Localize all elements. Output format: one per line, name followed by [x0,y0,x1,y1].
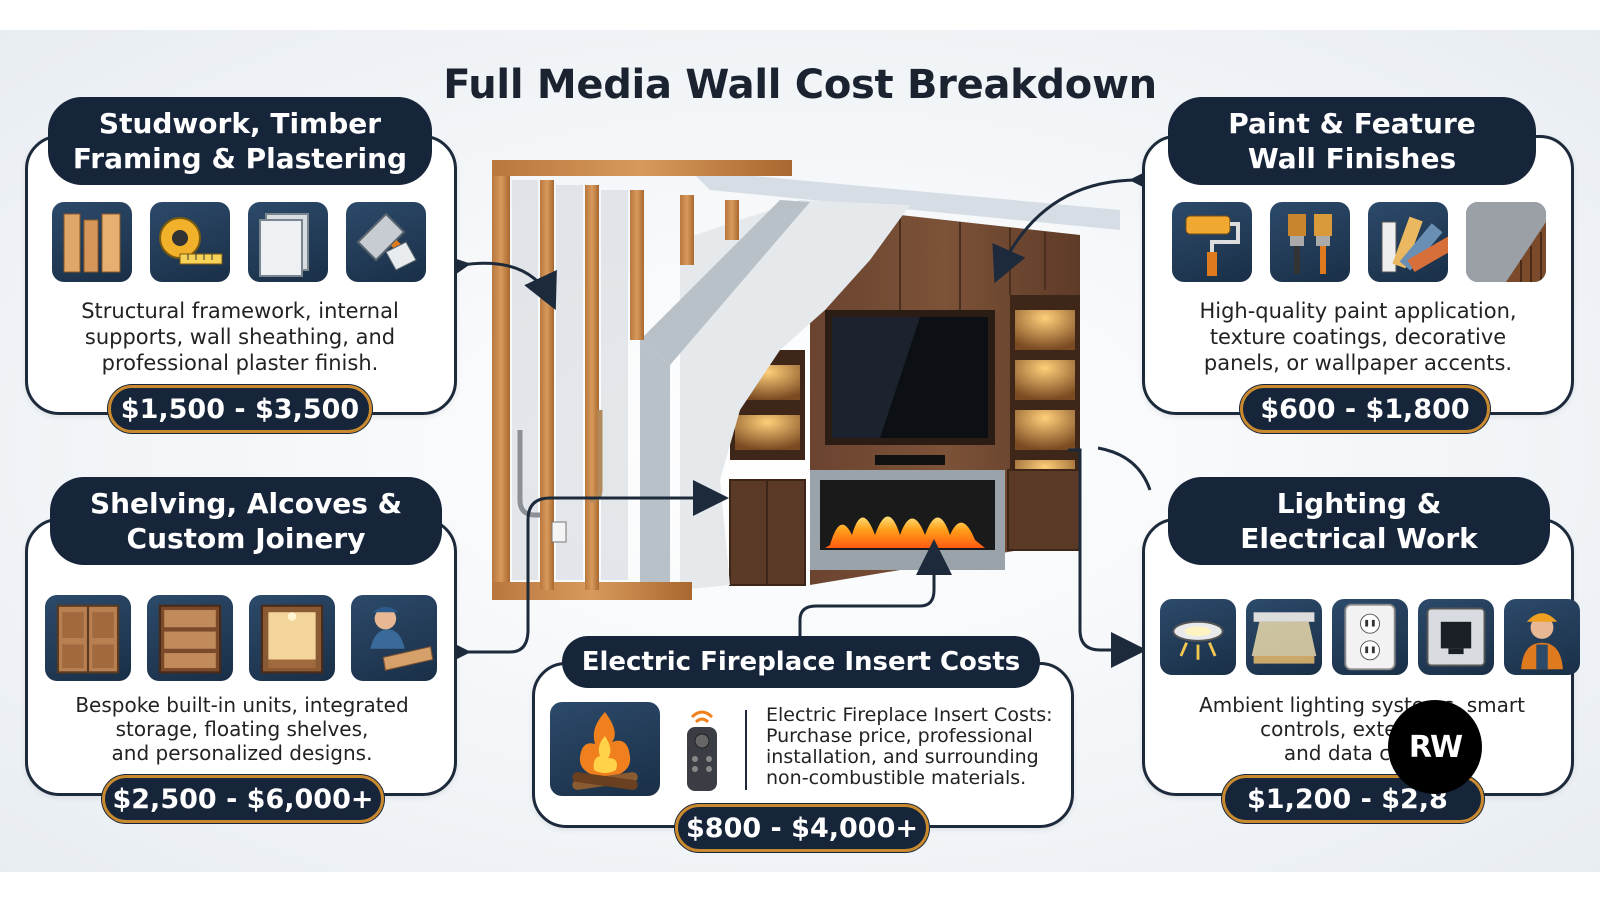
lighting-description-line: controls, extensive r [1260,717,1464,741]
paint-roller-icon [1172,202,1252,282]
lighting-heading-line: Electrical Work [1240,522,1478,555]
fireplace-description: Electric Fireplace Insert Costs: Purchas… [766,705,1066,789]
lighting-heading-line: Lighting & [1276,487,1442,520]
plastering-trowel-icon [346,202,426,282]
paint-description: High-quality paint application, texture … [1158,298,1558,376]
power-outlet-icon [1332,599,1408,675]
fireplace-description-line: Electric Fireplace Insert Costs: [766,704,1053,726]
studwork-price-badge: $1,500 - $3,500 [108,385,372,433]
fireplace-heading: Electric Fireplace Insert Costs [562,636,1040,688]
fireplace-description-line: Purchase price, professional [766,725,1033,747]
downlight-icon [1160,599,1236,675]
studwork-description: Structural framework, internal supports,… [40,298,440,376]
lighting-description-line: Ambient lighting systems, smart [1199,693,1525,717]
studwork-description-line: Structural framework, internal [81,299,399,323]
studwork-description-line: supports, wall sheathing, and [84,325,396,349]
remote-control-icon [677,705,727,795]
lighting-heading: Lighting &Electrical Work [1168,477,1550,565]
lighting-description: Ambient lighting systems, smart controls… [1152,693,1572,765]
carpenter-icon [351,595,437,681]
color-swatches-icon [1368,202,1448,282]
fireplace-description-line: installation, and surrounding [766,746,1039,768]
page-title: Full Media Wall Cost Breakdown [443,62,1157,108]
paint-brushes-icon [1270,202,1350,282]
electrician-icon [1504,599,1580,675]
fire-icon [550,702,660,796]
media-wall-illustration [492,160,1120,600]
paint-heading-line: Wall Finishes [1247,142,1457,175]
wall-panel-icon [1466,202,1546,282]
shelving-price-badge: $2,500 - $6,000+ [102,775,384,823]
fireplace-description-line: non-combustible materials. [766,767,1027,789]
shelving-heading-line: Custom Joinery [126,522,366,555]
shelving-description-line: storage, floating shelves, [115,717,369,741]
timber-icon [52,202,132,282]
bookshelf-icon [147,595,233,681]
paint-description-line: texture coatings, decorative [1209,325,1507,349]
shelving-description-line: Bespoke built-in units, integrated [75,693,409,717]
fireplace-price-badge: $800 - $4,000+ [675,804,929,852]
paint-price-badge: $600 - $1,800 [1240,385,1490,433]
paint-heading-line: Paint & Feature [1228,107,1476,140]
paint-description-line: High-quality paint application, [1199,299,1517,323]
shelving-description-line: and personalized designs. [111,741,373,765]
studwork-heading-line: Studwork, Timber [98,107,382,140]
studwork-description-line: professional plaster finish. [101,351,379,375]
shelving-heading: Shelving, Alcoves &Custom Joinery [50,477,442,565]
paint-description-line: panels, or wallpaper accents. [1203,351,1513,375]
lighting-description-line: and data conne [1283,741,1441,765]
fireplace-heading-text: Electric Fireplace Insert Costs [581,646,1021,677]
cabinet-icon [45,595,131,681]
lit-alcove-icon [249,595,335,681]
plasterboard-icon [248,202,328,282]
brand-logo: RW [1388,700,1482,794]
shelving-heading-line: Shelving, Alcoves & [89,487,403,520]
data-socket-icon [1418,599,1494,675]
shelving-description: Bespoke built-in units, integrated stora… [32,693,452,765]
fireplace-divider [745,710,747,790]
tape-measure-icon [150,202,230,282]
studwork-heading-line: Framing & Plastering [72,142,408,175]
led-strip-icon [1246,599,1322,675]
